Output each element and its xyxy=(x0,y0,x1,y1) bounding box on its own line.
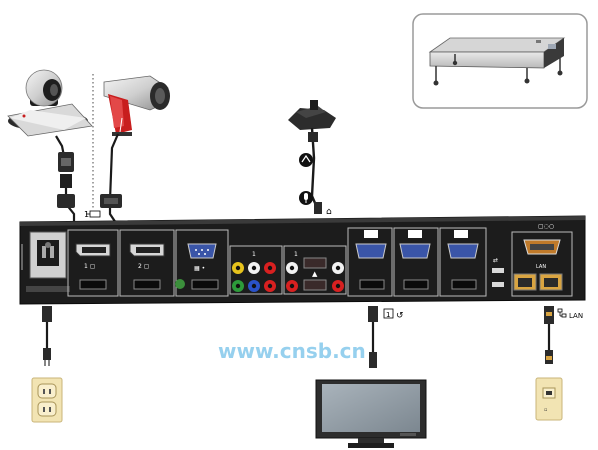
mic-junction-icon xyxy=(299,153,313,167)
audio-out-label: 1 xyxy=(294,251,298,258)
table-microphone: ⌂ xyxy=(288,100,336,217)
svg-text:↺: ↺ xyxy=(396,311,404,321)
lan-label: LAN xyxy=(569,312,583,320)
input-module-2: 2 ▢ xyxy=(119,229,175,297)
display-cable-number: 1 xyxy=(386,311,390,319)
lan-port-label: LAN xyxy=(536,264,546,270)
lan-cable: LAN xyxy=(544,306,583,364)
camera-connector-block: 1 xyxy=(57,152,122,219)
svg-text:▫: ▫ xyxy=(544,407,547,413)
camera-cable-number: 1 xyxy=(84,210,89,219)
svg-text:1 ▢: 1 ▢ xyxy=(84,263,95,270)
usb-icon: ⇄ xyxy=(492,257,504,287)
svg-text:⌂: ⌂ xyxy=(326,207,332,217)
display-monitor xyxy=(315,379,427,448)
wall-network-jack: ▫ xyxy=(535,377,563,421)
audio-in-label: 1 xyxy=(252,251,256,258)
vga-icon xyxy=(187,243,217,259)
input-module-3: ▦ • xyxy=(175,229,229,297)
device-chassis-illustration xyxy=(428,37,566,86)
power-cable xyxy=(42,306,52,366)
wall-power-outlet xyxy=(31,377,63,423)
device-inset-box xyxy=(412,13,588,109)
svg-text:▦ •: ▦ • xyxy=(194,265,205,272)
network-icon xyxy=(557,308,567,318)
audio-output-jacks: 1 ▲ xyxy=(283,245,347,295)
network-ports: ▢◌○ LAN xyxy=(511,223,573,297)
hdmi-icon xyxy=(86,210,101,218)
svg-text:▢◌○: ▢◌○ xyxy=(538,223,554,230)
ptz-camera xyxy=(7,69,93,137)
codec-rear-panel: 1 ▢ 2 ▢ ▦ • 1 xyxy=(19,215,586,305)
svg-text:2 ▢: 2 ▢ xyxy=(138,263,149,270)
precision-camera xyxy=(103,75,170,136)
power-plug-icon xyxy=(44,360,50,366)
audio-input-jacks: 1 xyxy=(229,245,283,295)
watermark: www.cnsb.cn xyxy=(218,339,366,363)
output-module-2 xyxy=(393,227,439,297)
svg-text:⇄: ⇄ xyxy=(493,257,498,264)
svg-text:▲: ▲ xyxy=(312,270,318,278)
displayport-icon xyxy=(75,243,111,257)
display-cable: 1 ↺ xyxy=(368,306,404,368)
input-module-1: 1 ▢ xyxy=(67,229,119,297)
output-module-1 xyxy=(347,227,393,297)
microphone-icon xyxy=(299,191,313,205)
output-module-3 xyxy=(439,227,487,297)
power-inlet xyxy=(21,231,70,292)
